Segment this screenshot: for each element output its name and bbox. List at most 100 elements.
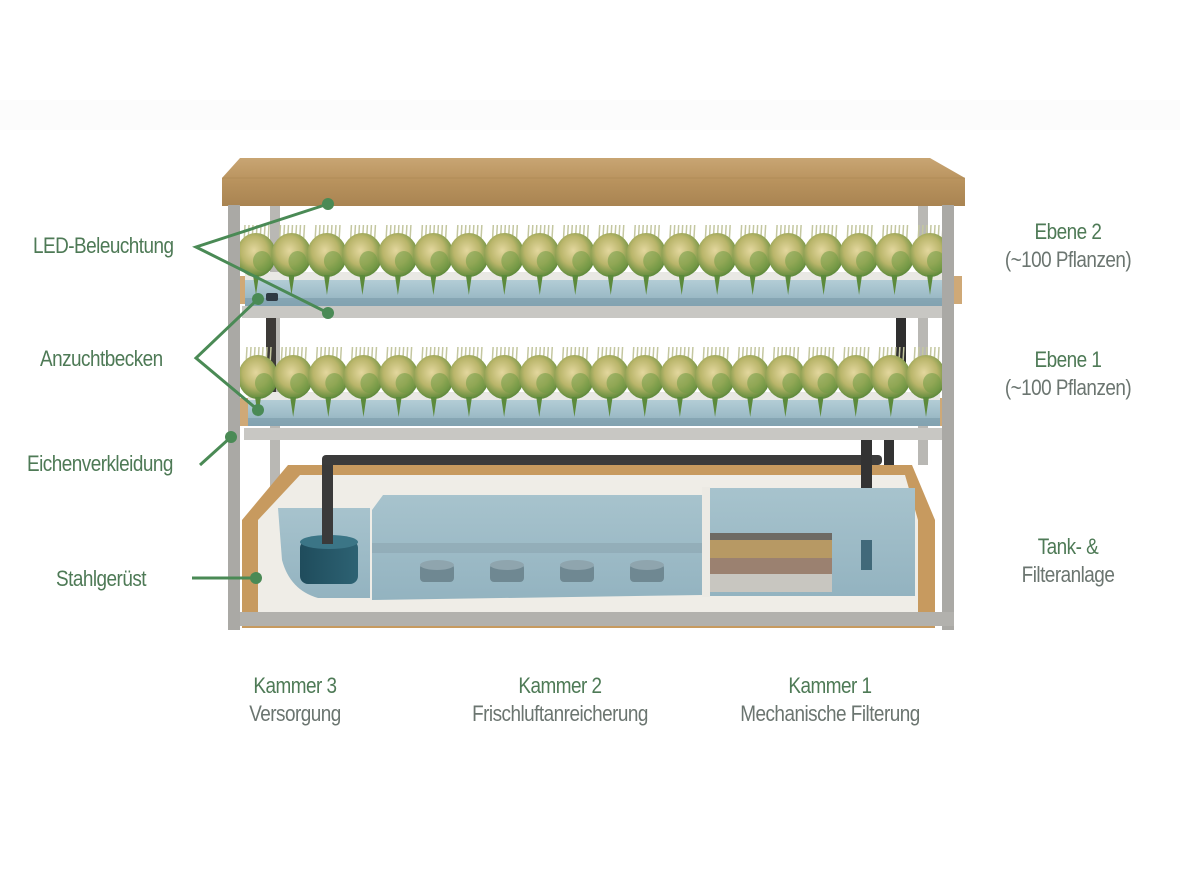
air-stone — [560, 560, 594, 582]
dot-oak — [225, 431, 237, 443]
plant — [590, 224, 631, 295]
plant — [484, 346, 525, 417]
tank-filter-unit — [240, 440, 954, 628]
filter-sand — [710, 574, 832, 592]
dot-basin-top — [252, 293, 264, 305]
return-pipe — [322, 455, 882, 465]
plant — [377, 224, 418, 295]
leader-lines — [192, 202, 329, 580]
dot-basin-bottom — [252, 404, 264, 416]
plant — [768, 224, 809, 295]
float-raft-level1 — [248, 392, 940, 400]
plant — [519, 224, 560, 295]
air-stone — [420, 560, 454, 582]
tank-subtitle: Filteranlage — [1021, 562, 1115, 587]
plant — [803, 224, 844, 295]
plant — [839, 224, 880, 295]
plant — [554, 346, 595, 417]
tank-title: Tank- & — [1037, 534, 1099, 559]
chamber-3-subtitle: Versorgung — [249, 701, 341, 726]
plant — [695, 346, 736, 417]
plant — [661, 224, 702, 295]
dot-led-top — [322, 198, 334, 210]
level-2-title: Ebene 2 — [1034, 219, 1102, 244]
label-oak-cladding: Eichenverkleidung — [27, 451, 173, 476]
level-2-shelf — [232, 224, 962, 318]
air-stone — [630, 560, 664, 582]
float-raft-level2 — [245, 272, 945, 280]
air-stone — [490, 560, 524, 582]
filter-mat — [710, 533, 832, 540]
plant — [519, 346, 560, 417]
plant — [448, 346, 489, 417]
plant — [271, 224, 312, 295]
outlet-level2 — [266, 293, 278, 301]
plant — [626, 224, 667, 295]
chamber-2-subtitle: Frischluftanreicherung — [472, 701, 648, 726]
plant — [343, 346, 384, 417]
label-steel-frame: Stahlgerüst — [56, 566, 147, 591]
steel-base-frame — [240, 612, 954, 626]
dot-led-bottom — [322, 307, 334, 319]
air-stones — [420, 560, 664, 582]
leader-dots — [225, 198, 334, 584]
plant — [870, 346, 911, 417]
steel-shelf-level2 — [242, 306, 954, 318]
drain-pipe-right — [896, 318, 906, 368]
plant — [555, 224, 596, 295]
filter-gravel — [710, 558, 832, 574]
plant — [732, 224, 773, 295]
level-1-subtitle: (~100 Pflanzen) — [1004, 375, 1132, 400]
plant — [378, 346, 419, 417]
oak-top-board — [222, 158, 965, 206]
plant — [306, 224, 347, 295]
plant — [906, 346, 946, 417]
background-band — [0, 100, 1180, 130]
plant — [800, 346, 841, 417]
plant — [874, 224, 915, 295]
plant — [624, 346, 665, 417]
pump — [300, 540, 358, 584]
plant — [659, 346, 700, 417]
plant — [308, 346, 349, 417]
label-chamber-2: Kammer 2 Frischluftanreicherung — [448, 672, 672, 728]
steel-post-back-right — [918, 205, 928, 465]
steel-post-front-left — [228, 205, 240, 630]
chamber-1-subtitle: Mechanische Filterung — [740, 701, 920, 726]
label-level-2: Ebene 2 (~100 Pflanzen) — [999, 218, 1137, 274]
label-tank-filter: Tank- & Filteranlage — [999, 533, 1137, 589]
filter-sponge — [710, 540, 832, 558]
dot-steel — [250, 572, 262, 584]
plant — [697, 224, 738, 295]
label-led-lighting: LED-Beleuchtung — [33, 233, 174, 258]
chamber-2-title: Kammer 2 — [518, 673, 602, 698]
steel-post-front-right — [942, 205, 954, 630]
plant — [835, 346, 876, 417]
leader-oak — [198, 435, 233, 467]
level-1-title: Ebene 1 — [1034, 347, 1102, 372]
level-2-subtitle: (~100 Pflanzen) — [1004, 247, 1132, 272]
label-chamber-3: Kammer 3 Versorgung — [213, 672, 376, 728]
label-grow-basin: Anzuchtbecken — [40, 346, 163, 371]
plant — [238, 346, 278, 417]
plant — [765, 346, 806, 417]
label-level-1: Ebene 1 (~100 Pflanzen) — [999, 346, 1137, 402]
plant — [448, 224, 489, 295]
chamber-1-title: Kammer 1 — [788, 673, 872, 698]
chamber-3-title: Kammer 3 — [253, 673, 337, 698]
plant — [484, 224, 525, 295]
plant — [730, 346, 771, 417]
plant — [413, 224, 454, 295]
label-chamber-1: Kammer 1 Mechanische Filterung — [723, 672, 938, 728]
plant — [413, 346, 454, 417]
leader-basin — [193, 297, 260, 412]
steel-shelf-level1 — [244, 428, 946, 440]
level-1-shelf — [234, 346, 954, 440]
plant — [342, 224, 383, 295]
plant — [273, 346, 314, 417]
leader-led — [192, 202, 329, 315]
plant — [589, 346, 630, 417]
pump-riser-pipe — [322, 460, 333, 544]
